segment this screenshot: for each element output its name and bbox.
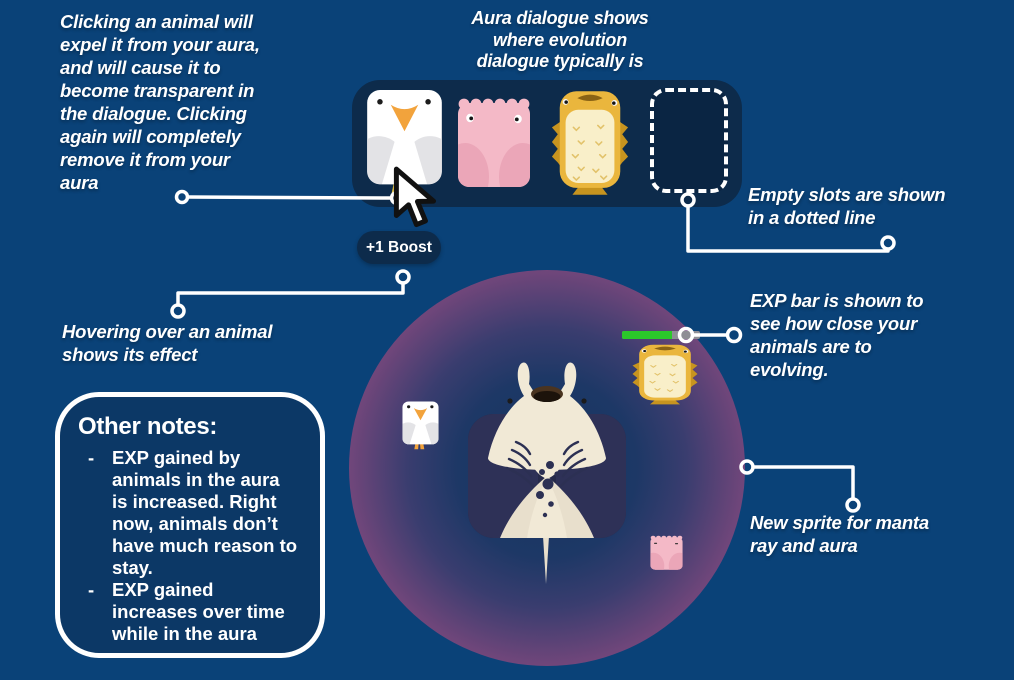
bullet-dash: - [88, 579, 95, 600]
penguin-sprite[interactable] [366, 89, 443, 199]
boost-label: +1 Boost [366, 238, 432, 256]
other-notes-box: Other notes: - EXP gained by animals in … [55, 392, 325, 658]
note-clicking-expel: Clicking an animal will expel it from yo… [60, 11, 260, 193]
other-notes-list: - EXP gained by animals in the aura is i… [78, 447, 304, 645]
pufferfish-sprite[interactable] [549, 88, 631, 196]
note-new-sprite: New sprite for manta ray and aura [750, 512, 929, 556]
note-exp-bar: EXP bar is shown to see how close your a… [750, 290, 924, 380]
pufferfish-sprite-small[interactable] [630, 343, 700, 405]
empty-slot[interactable] [650, 88, 728, 193]
pink-blob-sprite[interactable] [457, 89, 531, 193]
other-notes-title: Other notes: [78, 413, 218, 440]
exp-bar-fill [622, 331, 672, 339]
manta-ray-sprite [468, 362, 626, 584]
note-hover-effect: Hovering over an animal shows its effect [62, 321, 273, 365]
exp-bar [622, 331, 700, 339]
bullet-dash: - [88, 447, 95, 468]
list-item: - EXP gained increases over time while i… [78, 579, 304, 645]
note-empty-slots: Empty slots are shown in a dotted line [748, 184, 946, 228]
penguin-sprite-small[interactable] [402, 401, 439, 451]
list-item: - EXP gained by animals in the aura is i… [78, 447, 304, 579]
cursor-icon [393, 166, 437, 228]
boost-tooltip: +1 Boost [357, 231, 441, 264]
note-aura-dialogue: Aura dialogue shows where evolution dial… [471, 8, 649, 71]
pink-blob-sprite-small[interactable] [650, 532, 683, 572]
